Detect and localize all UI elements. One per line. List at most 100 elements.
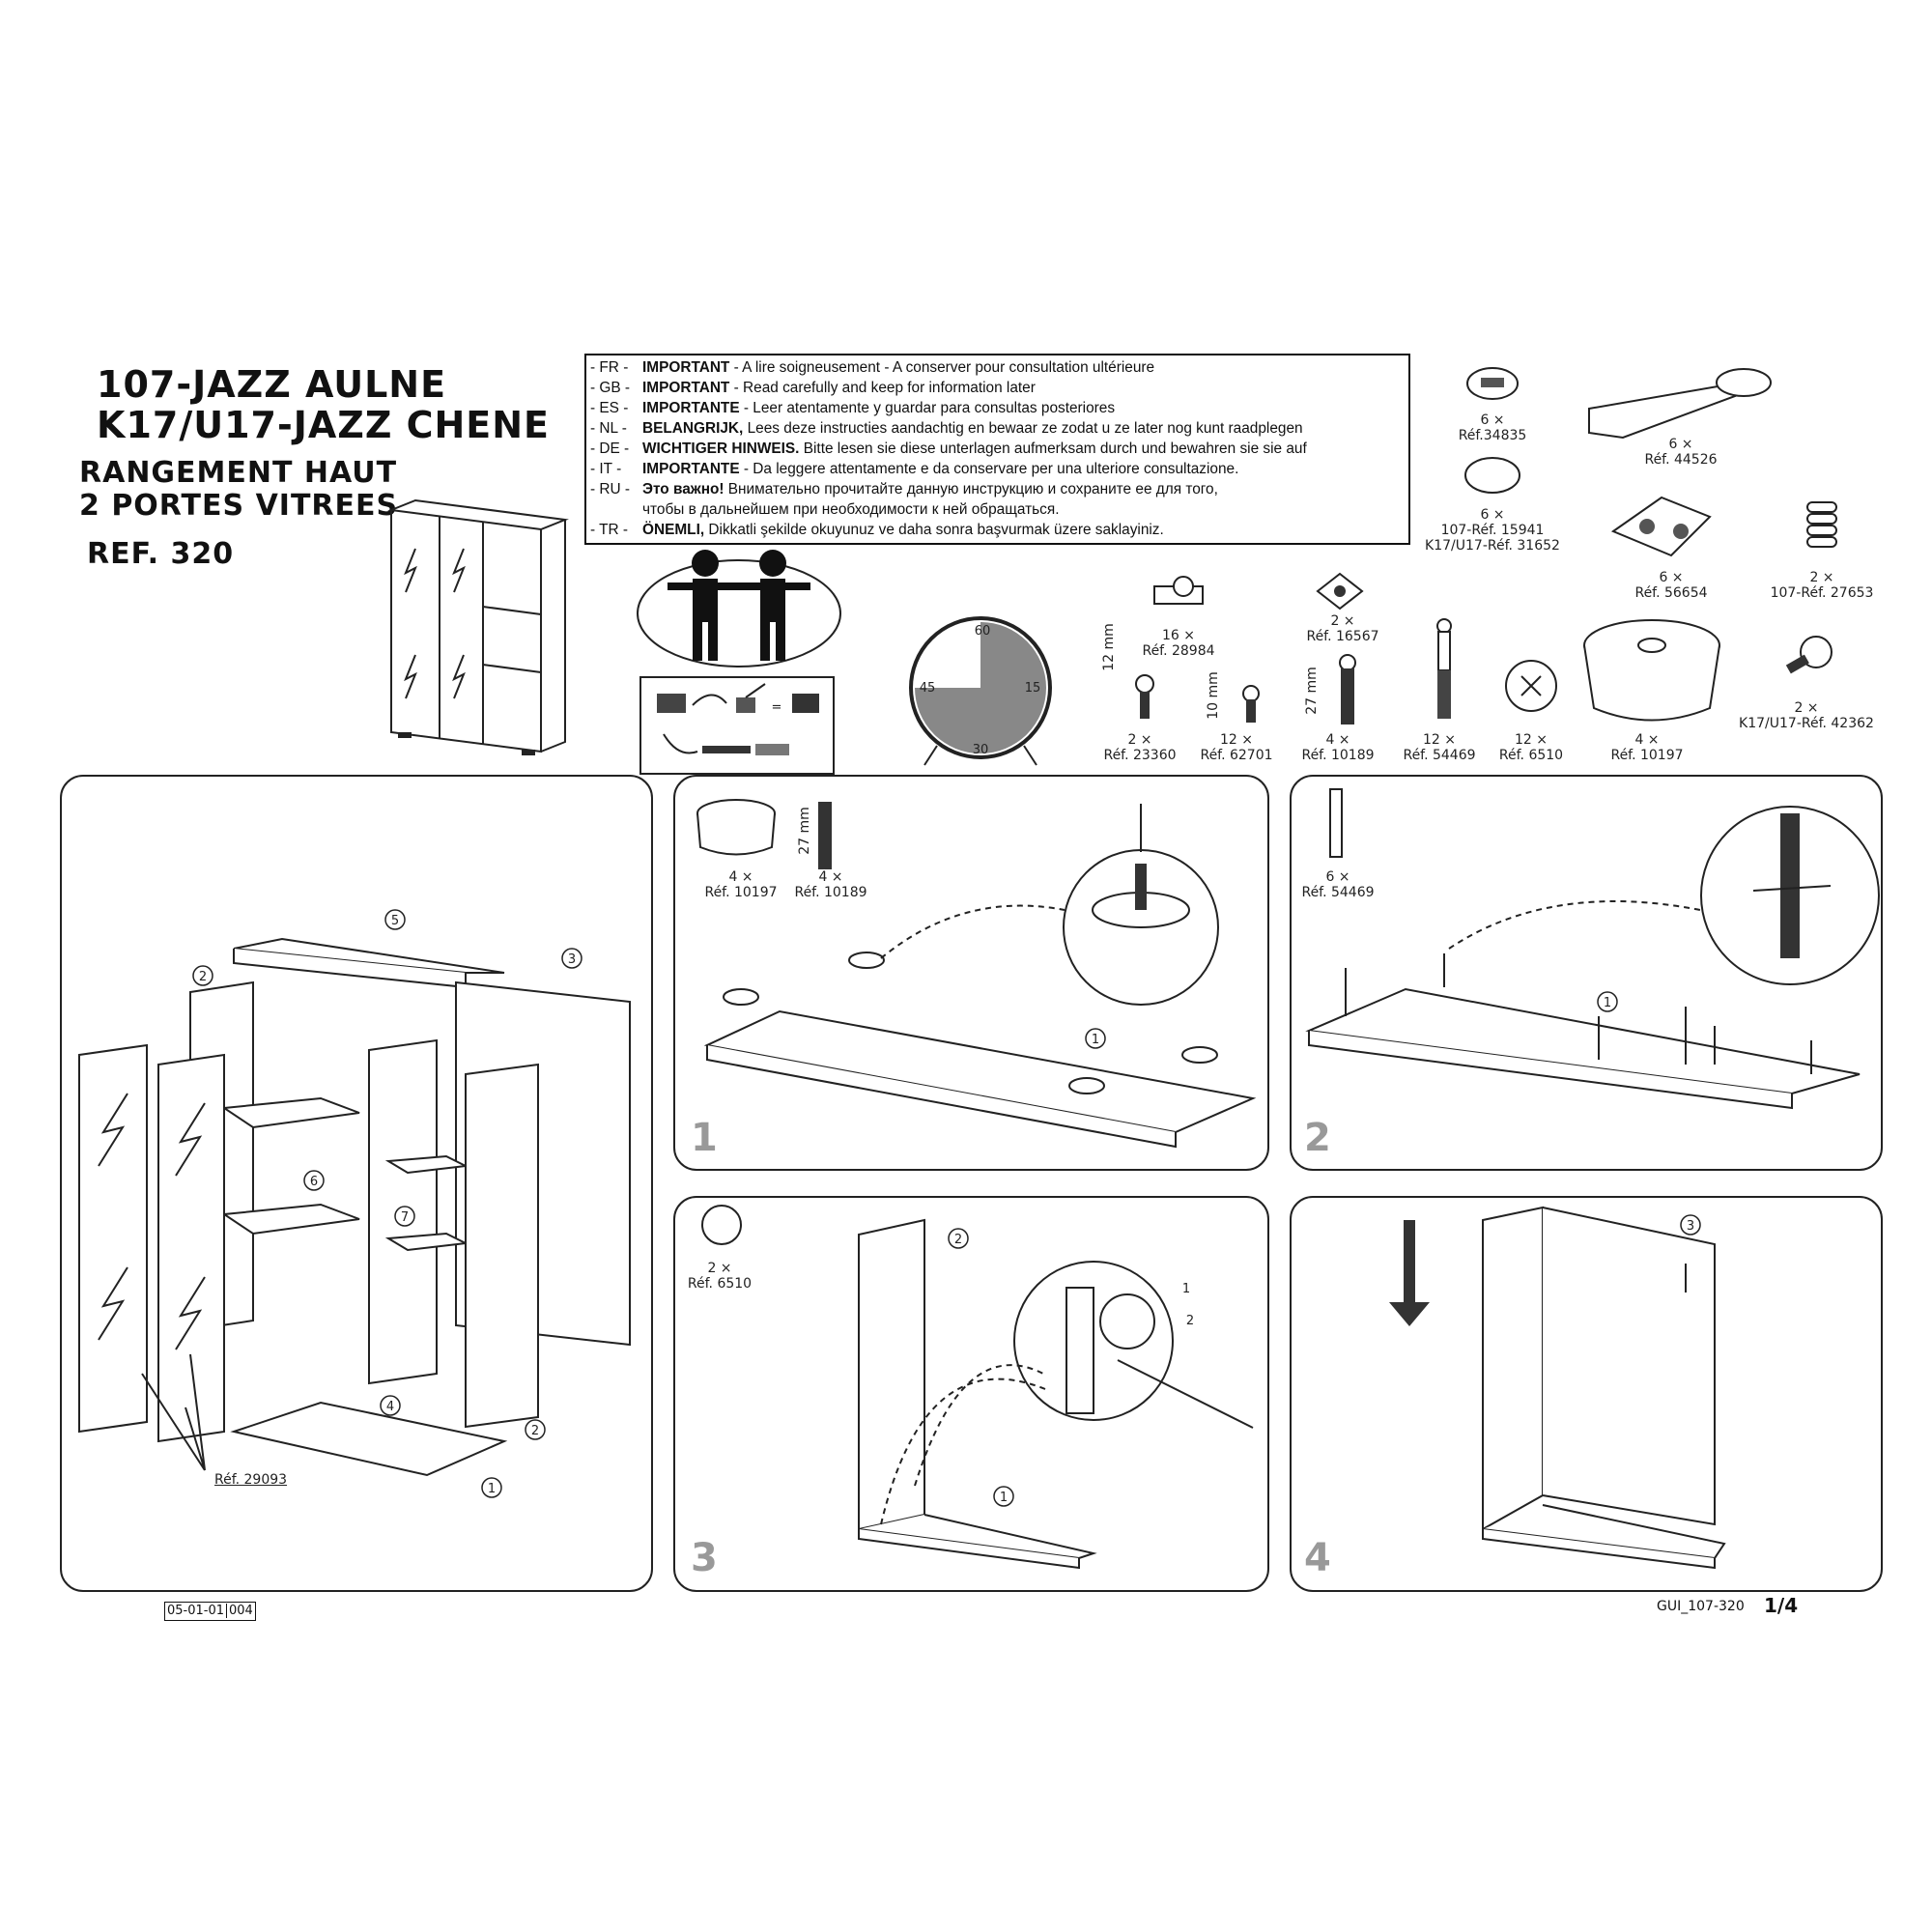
overview-callout-2b: 2 <box>525 1419 546 1440</box>
part-23360-dim: 12 mm <box>1101 623 1117 671</box>
overview-callout-7: 7 <box>394 1206 415 1227</box>
notice-tr: - TR -ÖNEMLI, Dikkatli şekilde okuyunuz … <box>590 522 1164 538</box>
svg-text:2: 2 <box>1186 1314 1194 1328</box>
overview-callout-4: 4 <box>380 1395 401 1416</box>
cabinet-thumbnail <box>387 498 569 755</box>
svg-text:1: 1 <box>488 1482 496 1496</box>
clock-icon: 60 15 30 45 <box>909 616 1052 766</box>
svg-text:1: 1 <box>1604 996 1611 1010</box>
clock-label-45: 45 <box>920 681 936 696</box>
svg-text:6: 6 <box>310 1175 318 1189</box>
step-2-diagram <box>1305 788 1880 1110</box>
product-name-alder: 107-JAZZ AULNE <box>97 363 447 406</box>
part-44526-label: 6 ×Réf. 44526 <box>1644 437 1718 468</box>
cap-icon <box>1464 457 1520 494</box>
shelf-support-icon <box>1153 576 1204 605</box>
step-2-panel <box>1290 775 1883 1171</box>
step-2-part-bolt: 6 ×Réf. 54469 <box>1301 869 1375 900</box>
product-ref: REF. 320 <box>87 537 235 571</box>
overview-callout-5: 5 <box>384 909 406 930</box>
notice-nl: - NL -BELANGRIJK, Lees deze instructies … <box>590 420 1303 437</box>
part-16567-label: 2 ×Réf. 16567 <box>1306 613 1379 644</box>
cam-bolt-icon <box>1436 618 1452 719</box>
glide-plate-icon <box>1316 572 1364 611</box>
svg-text:3: 3 <box>1687 1219 1694 1234</box>
part-42362-label: 2 ×K17/U17-Réf. 42362 <box>1739 700 1874 731</box>
screw-27mm-icon <box>1339 654 1356 724</box>
overview-callout-3: 3 <box>561 948 582 969</box>
step-1-part-screw: 4 ×Réf. 10189 <box>794 869 867 900</box>
part-10189-label: 4 ×Réf. 10189 <box>1301 732 1375 763</box>
tools-icon: = <box>639 676 835 775</box>
svg-text:2: 2 <box>954 1233 962 1247</box>
screw-12mm-icon <box>1135 674 1154 719</box>
part-34835-label: 6 ×Réf.34835 <box>1458 412 1527 443</box>
step-4-diagram <box>1389 1206 1726 1570</box>
hinge-icon <box>1610 496 1712 557</box>
step-1-diagram <box>696 799 1257 1149</box>
step-2-callout-1: 1 <box>1597 991 1618 1012</box>
notice-it: - IT -IMPORTANTE - Da leggere attentamen… <box>590 461 1239 477</box>
cam-lock-icon <box>1505 660 1557 712</box>
notice-ru-cont: чтобы в дальнейшем при необходимости к н… <box>642 501 1060 518</box>
svg-text:4: 4 <box>386 1400 394 1414</box>
cam-housing-icon <box>1466 367 1519 400</box>
step-1-callout-1: 1 <box>1085 1028 1106 1049</box>
step-3-number: 3 <box>691 1536 718 1580</box>
notice-de: - DE -WICHTIGER HINWEIS. Bitte lesen sie… <box>590 440 1307 457</box>
svg-text:7: 7 <box>401 1210 409 1225</box>
document-code: GUI_107-320 <box>1657 1599 1745 1614</box>
step-3-arrow-2: 2 <box>1186 1314 1194 1328</box>
part-56654-label: 6 ×Réf. 56654 <box>1634 570 1708 601</box>
step-4-panel <box>1290 1196 1883 1592</box>
clock-label-15: 15 <box>1025 681 1041 696</box>
product-type: RANGEMENT HAUT <box>79 456 398 490</box>
clock-label-60: 60 <box>975 624 991 639</box>
part-62701-label: 12 ×Réf. 62701 <box>1200 732 1273 763</box>
step-1-part-foot: 4 ×Réf. 10197 <box>704 869 778 900</box>
part-27653-label: 2 ×107-Réf. 27653 <box>1770 570 1874 601</box>
step-3-callout-2: 2 <box>948 1228 969 1249</box>
svg-text:1: 1 <box>1182 1282 1190 1296</box>
exploded-view-diagram <box>78 937 631 1477</box>
product-subtype: 2 PORTES VITREES <box>79 489 399 523</box>
step-1-dim: 27 mm <box>797 807 812 855</box>
screw-10mm-icon <box>1242 685 1260 723</box>
svg-text:1: 1 <box>1000 1491 1008 1505</box>
step-3-part-cam: 2 ×Réf. 6510 <box>687 1261 753 1292</box>
overview-callout-2a: 2 <box>192 965 213 986</box>
product-name-oak: K17/U17-JAZZ CHENE <box>97 404 551 446</box>
part-62701-dim: 10 mm <box>1206 671 1221 720</box>
svg-text:1: 1 <box>1092 1033 1099 1047</box>
glass-door-ref: Réf. 29093 <box>214 1472 288 1488</box>
step-2-number: 2 <box>1304 1116 1331 1160</box>
part-10197-label: 4 ×Réf. 10197 <box>1610 732 1684 763</box>
overview-panel <box>60 775 653 1592</box>
notice-gb: - GB -IMPORTANT - Read carefully and kee… <box>590 380 1036 396</box>
two-persons-icon <box>637 550 841 668</box>
svg-text:2: 2 <box>199 970 207 984</box>
step-4-callout-3: 3 <box>1680 1214 1701 1236</box>
step-3-panel <box>673 1196 1269 1592</box>
svg-text:=: = <box>772 700 782 715</box>
part-6510-label: 12 ×Réf. 6510 <box>1498 732 1564 763</box>
overview-callout-1: 1 <box>481 1477 502 1498</box>
pads-stack-icon <box>1806 501 1837 548</box>
clock-label-30: 30 <box>973 743 989 757</box>
svg-text:3: 3 <box>568 952 576 967</box>
step-3-callout-1: 1 <box>993 1486 1014 1507</box>
page-number: 1/4 <box>1764 1594 1799 1617</box>
important-notice-box: - FR -IMPORTANT - A lire soigneusement -… <box>584 354 1410 545</box>
step-3-diagram <box>701 1205 1254 1570</box>
notice-fr: - FR -IMPORTANT - A lire soigneusement -… <box>590 359 1155 376</box>
overview-callout-6: 6 <box>303 1170 325 1191</box>
part-28984-label: 16 ×Réf. 28984 <box>1142 628 1215 659</box>
step-4-number: 4 <box>1304 1536 1331 1580</box>
part-54469-label: 12 ×Réf. 54469 <box>1403 732 1476 763</box>
notice-es: - ES -IMPORTANTE - Leer atentamente y gu… <box>590 400 1116 416</box>
notice-ru: - RU -Это важно! Внимательно прочитайте … <box>590 481 1218 497</box>
part-10189-dim: 27 mm <box>1304 667 1320 715</box>
knob-icon <box>1785 636 1833 674</box>
